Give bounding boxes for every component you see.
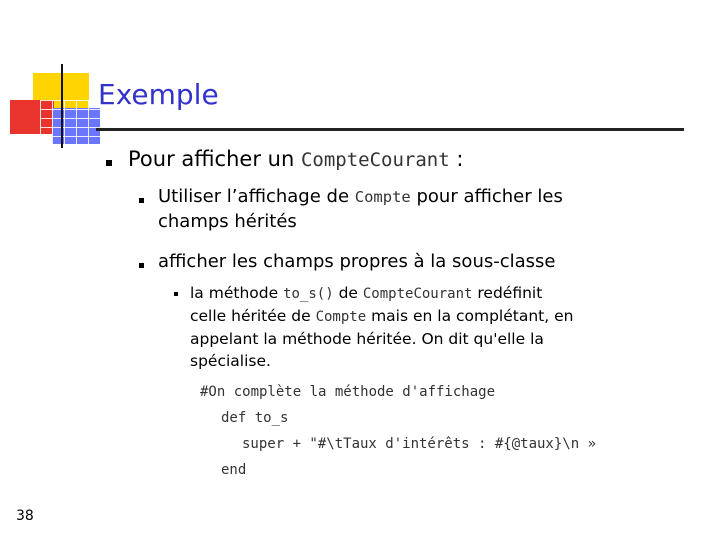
title-underline xyxy=(96,128,684,131)
bullet-level2 xyxy=(139,263,144,268)
text-run: pour afficher les xyxy=(410,186,563,207)
code-run: Compte xyxy=(315,309,367,325)
page-number: 38 xyxy=(16,508,34,524)
slide-title: Exemple xyxy=(98,78,219,111)
code-run: to_s() xyxy=(283,286,334,302)
code-line: #On complète la méthode d'affichage xyxy=(200,384,496,400)
text-run: Utiliser l’affichage de xyxy=(158,186,355,207)
text-run: : xyxy=(449,147,464,171)
decor-vertical-line xyxy=(61,64,63,148)
code-run: CompteCourant xyxy=(300,149,450,171)
decor-grid-overlay xyxy=(40,100,100,146)
bullet-text-level2: afficher les champs propres à la sous-cl… xyxy=(158,251,698,273)
text-run: la méthode xyxy=(190,284,284,302)
code-line: end xyxy=(221,462,247,478)
text-run: appelant la méthode héritée. On dit qu'e… xyxy=(190,330,544,348)
text-run: champs hérités xyxy=(158,210,297,232)
bullet-text-level1: Pour afficher un CompteCourant : xyxy=(128,147,688,172)
text-run: mais en la complétant, en xyxy=(366,307,574,325)
bullet-text-level3: la méthode to_s() de CompteCourant redéf… xyxy=(190,282,680,372)
bullet-level1 xyxy=(106,160,112,166)
bullet-level2 xyxy=(139,198,144,203)
bullet-text-level2: Utiliser l’affichage de Compte pour affi… xyxy=(158,186,698,232)
text-run: Pour afficher un xyxy=(128,147,301,171)
bullet-level3 xyxy=(174,292,178,296)
text-run: spécialise. xyxy=(190,352,271,370)
code-run: CompteCourant xyxy=(362,286,473,302)
text-run: de xyxy=(333,284,363,302)
text-run: celle héritée de xyxy=(190,307,316,325)
code-line: def to_s xyxy=(221,410,289,426)
text-run: afficher les champs propres à la sous-cl… xyxy=(158,251,556,272)
code-line: super + "#\tTaux d'intérêts : #{@taux}\n… xyxy=(242,436,597,452)
text-run: redéfinit xyxy=(472,284,543,302)
code-run: Compte xyxy=(354,188,411,206)
